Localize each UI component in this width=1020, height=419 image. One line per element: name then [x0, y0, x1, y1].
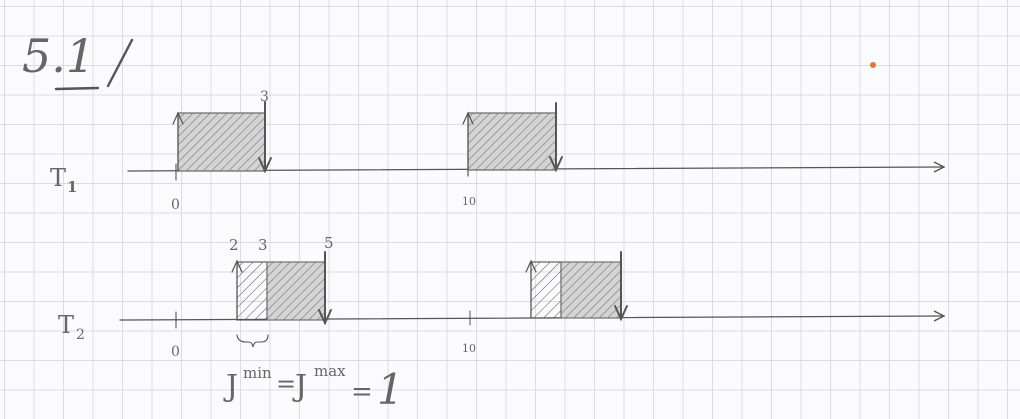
- t2-job-2-release-arrowhead: [525, 259, 537, 273]
- t2-job-label-3: 3: [258, 236, 268, 254]
- t2-job-1-execution: [266, 261, 326, 321]
- heading-slash: [106, 38, 134, 88]
- t2-tick-label-10: 10: [462, 342, 476, 355]
- t1-tick-label-0: 0: [171, 197, 180, 213]
- t2-job-2-execution: [560, 261, 622, 319]
- jitter-equals-2: =: [351, 377, 373, 407]
- timeline-t2: T 2 0 10 2 3 5: [58, 234, 944, 360]
- t2-job-label-5: 5: [324, 234, 334, 252]
- t1-job-1-release-arrowhead: [172, 111, 184, 125]
- t2-job-1-deadline-arrowhead: [318, 309, 332, 326]
- jitter-brace: [236, 334, 269, 348]
- timeline-t1: T 1 0 10 3: [50, 89, 944, 213]
- t2-job-2-deadline-arrowhead: [614, 305, 628, 322]
- jitter-annotation: J min = J max = 1: [223, 334, 404, 414]
- t2-subscript: 2: [76, 327, 85, 343]
- t2-job-1-release-arrowhead: [231, 259, 243, 273]
- t1-job-end-label: 3: [260, 89, 269, 105]
- t1-job-2-deadline-arrowhead: [549, 156, 563, 173]
- heading-underline: [54, 86, 100, 91]
- t1-job-1: [177, 112, 266, 172]
- t1-job-2: [467, 112, 557, 171]
- jitter-value: 1: [377, 365, 404, 414]
- t1-job-2-release-arrowhead: [462, 111, 474, 125]
- t2-tick-label-0: 0: [171, 344, 180, 360]
- t2-label: T: [58, 311, 74, 339]
- jitter-equals-1: =: [276, 370, 296, 398]
- jitter-max-symbol: J: [292, 369, 307, 404]
- t1-tick-label-10: 10: [462, 195, 476, 208]
- jitter-min-symbol: J: [223, 369, 238, 404]
- orange-dot: [870, 62, 876, 68]
- t1-subscript: 1: [67, 178, 77, 196]
- exercise-heading: 5.1: [22, 29, 134, 91]
- exercise-number: 5.1: [22, 29, 95, 83]
- jitter-min-superscript: min: [243, 364, 272, 382]
- t1-label: T: [50, 164, 66, 192]
- t2-job-label-2: 2: [229, 236, 239, 254]
- jitter-max-superscript: max: [314, 362, 346, 380]
- t1-job-1-deadline-arrowhead: [258, 157, 272, 174]
